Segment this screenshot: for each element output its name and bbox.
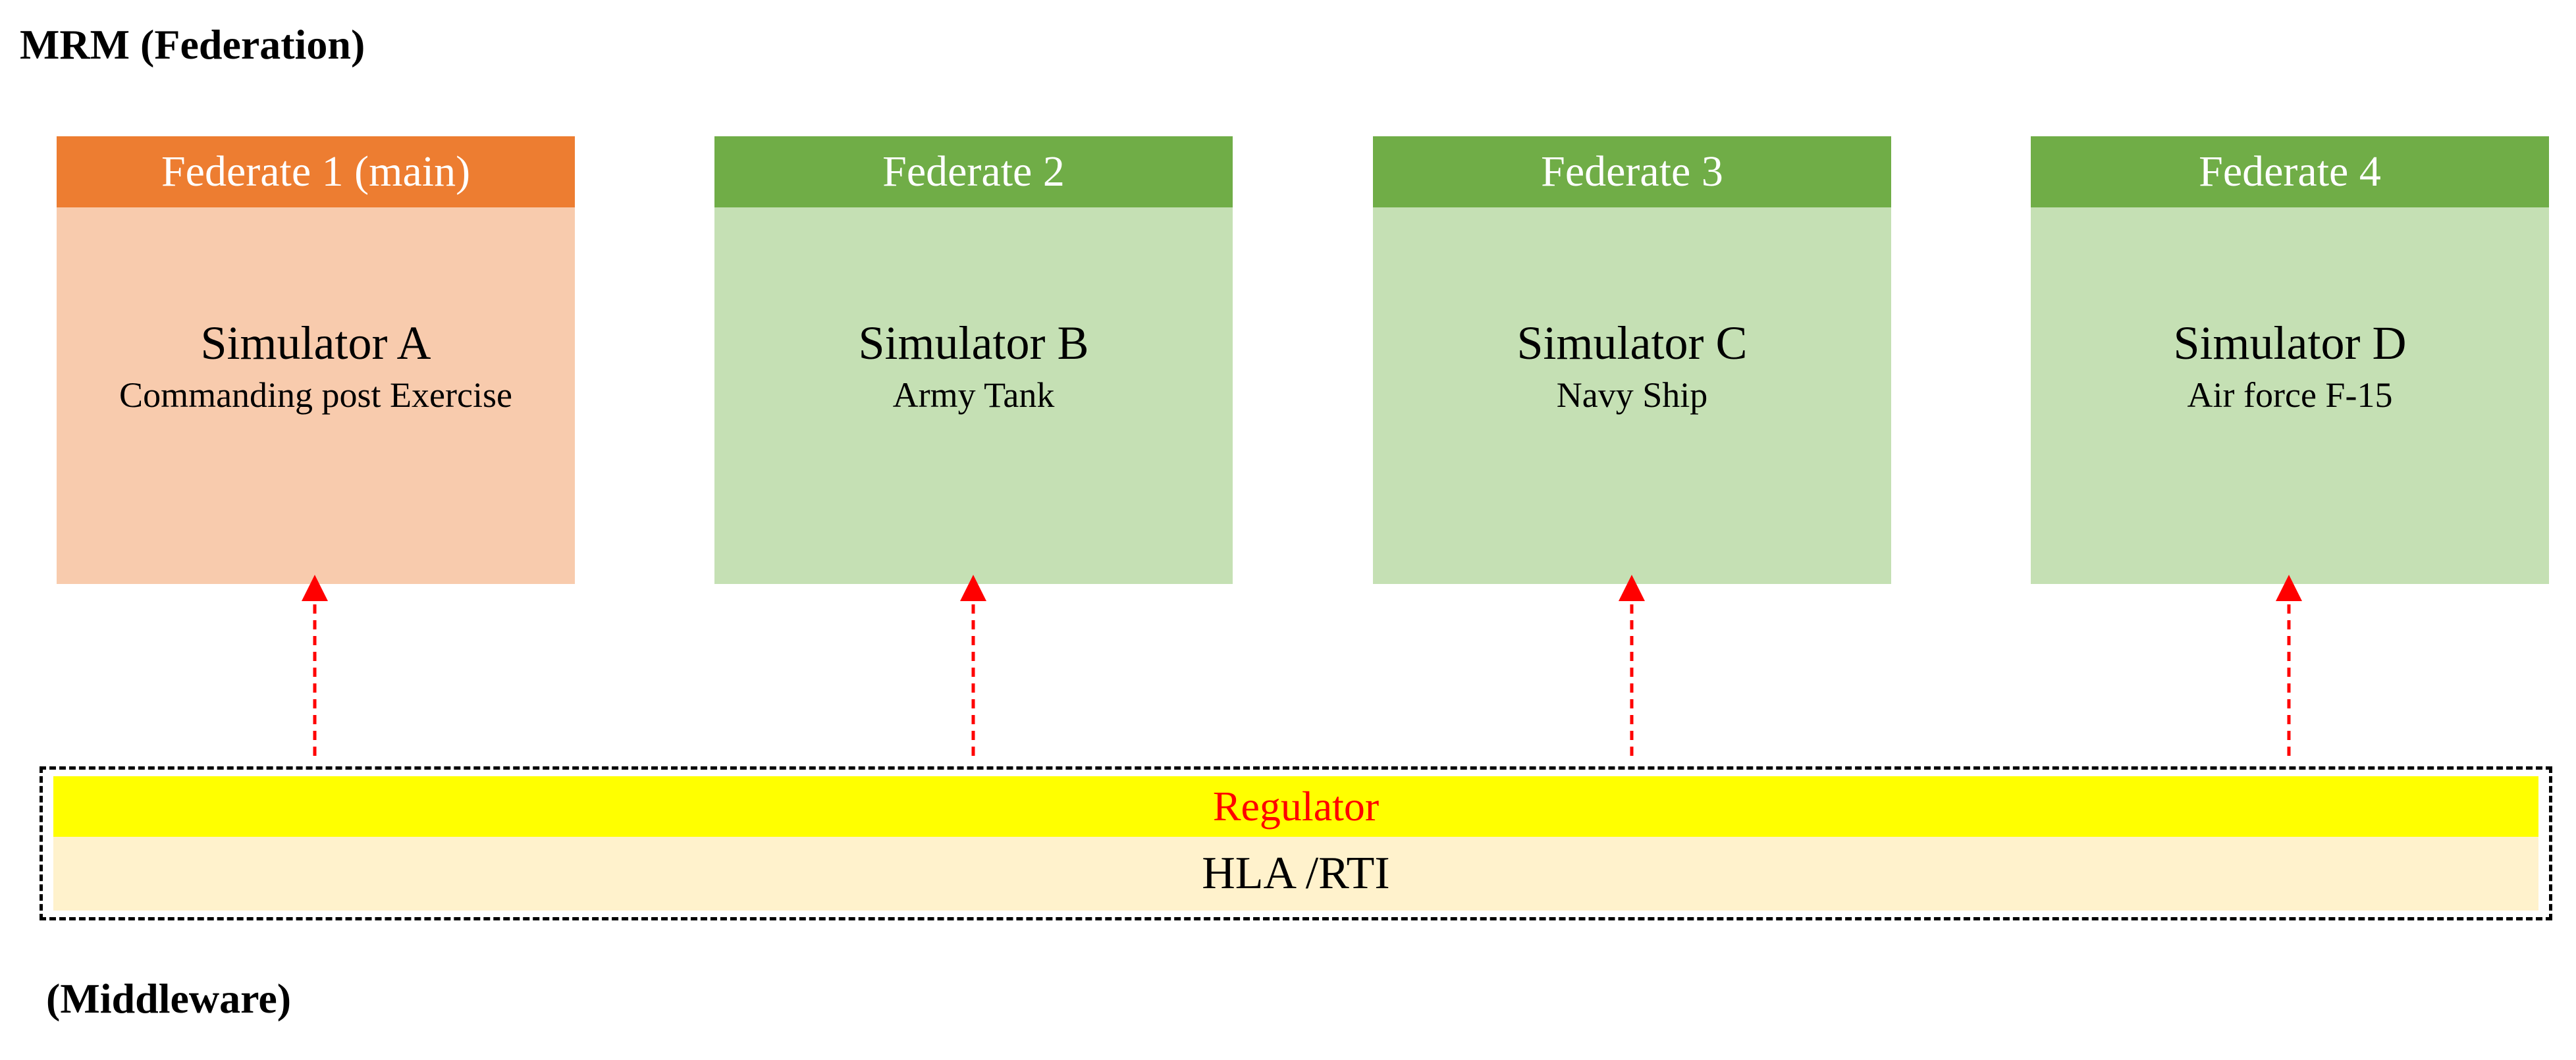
federate-3-simulator-name: Simulator C bbox=[1516, 317, 1748, 369]
federate-4-body: Simulator D Air force F-15 bbox=[2031, 207, 2549, 584]
hla-rti-bar: HLA /RTI bbox=[53, 837, 2538, 911]
federate-2-simulator-name: Simulator B bbox=[858, 317, 1089, 369]
middleware-title: (Middleware) bbox=[46, 975, 292, 1022]
federate-3-header: Federate 3 bbox=[1373, 136, 1891, 207]
federate-1-header: Federate 1 (main) bbox=[57, 136, 575, 207]
federate-2-box: Federate 2 Simulator B Army Tank bbox=[714, 136, 1233, 584]
federate-3-body: Simulator C Navy Ship bbox=[1373, 207, 1891, 584]
federate-4-box: Federate 4 Simulator D Air force F-15 bbox=[2031, 136, 2549, 584]
federate-2-simulator-description: Army Tank bbox=[892, 375, 1055, 415]
federate-1-simulator-description: Commanding post Exercise bbox=[119, 375, 512, 415]
federate-4-simulator-name: Simulator D bbox=[2173, 317, 2407, 369]
federate-1-box: Federate 1 (main) Simulator A Commanding… bbox=[57, 136, 575, 584]
federate-1-body: Simulator A Commanding post Exercise bbox=[57, 207, 575, 584]
federate-2-header: Federate 2 bbox=[714, 136, 1233, 207]
federation-title: MRM (Federation) bbox=[20, 21, 365, 68]
federate-3-box: Federate 3 Simulator C Navy Ship bbox=[1373, 136, 1891, 584]
federate-3-simulator-description: Navy Ship bbox=[1556, 375, 1708, 415]
federate-1-simulator-name: Simulator A bbox=[200, 317, 431, 369]
federate-4-simulator-description: Air force F-15 bbox=[2187, 375, 2393, 415]
middleware-container: Regulator HLA /RTI bbox=[40, 766, 2552, 920]
regulator-bar: Regulator bbox=[53, 776, 2538, 837]
federate-2-body: Simulator B Army Tank bbox=[714, 207, 1233, 584]
federate-4-header: Federate 4 bbox=[2031, 136, 2549, 207]
